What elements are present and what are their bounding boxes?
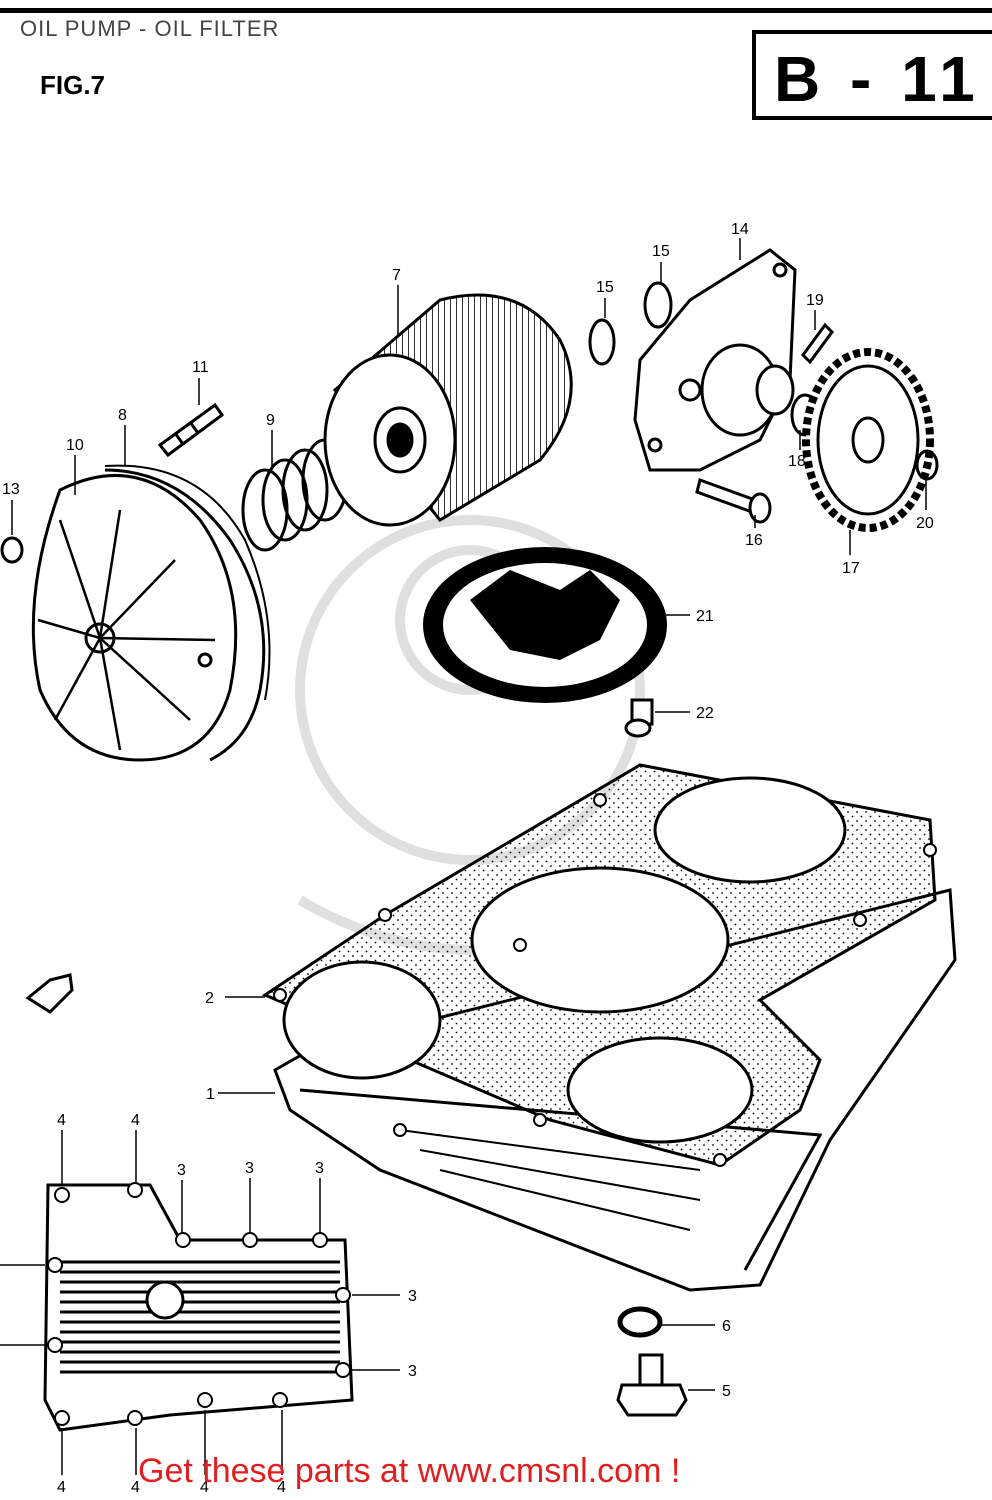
oil-filter-cover xyxy=(31,468,266,762)
drain-plug-5 xyxy=(616,1353,688,1417)
callout-4f: 4 xyxy=(277,1479,286,1496)
figure-label: FIG.7 xyxy=(40,70,106,100)
callout-22: 22 xyxy=(696,705,714,722)
oil-pan-bottom-view xyxy=(43,1182,354,1432)
footer-link[interactable]: Get these parts at www.cmsnl.com ! xyxy=(138,1452,681,1490)
callout-16: 16 xyxy=(745,532,763,549)
callout-1: 1 xyxy=(206,1086,215,1103)
pin-19 xyxy=(801,322,834,365)
washer-6 xyxy=(617,1306,663,1338)
section-title: OIL PUMP - OIL FILTER xyxy=(20,16,280,41)
callout-5: 5 xyxy=(722,1383,731,1400)
oil-filter-element xyxy=(323,293,573,527)
bolt-22 xyxy=(624,698,654,738)
callout-7: 7 xyxy=(392,267,401,284)
o-ring-15b xyxy=(643,281,673,329)
callout-3d: 3 xyxy=(408,1288,417,1305)
callout-20: 20 xyxy=(916,515,934,532)
callout-2: 2 xyxy=(205,990,214,1007)
bolt-11 xyxy=(157,402,225,458)
callout-3a: 3 xyxy=(177,1162,186,1179)
callout-19: 19 xyxy=(806,292,824,309)
section-code: B - 11 xyxy=(774,43,981,115)
callout-3e: 3 xyxy=(408,1363,417,1380)
callout-21: 21 xyxy=(696,608,714,625)
callout-4c: 4 xyxy=(57,1479,66,1496)
callout-10: 10 xyxy=(66,437,84,454)
callout-6: 6 xyxy=(722,1318,731,1335)
callout-14: 14 xyxy=(731,221,749,238)
gasket-21 xyxy=(423,547,667,703)
gear-17 xyxy=(802,348,934,532)
callout-15a: 15 xyxy=(596,279,614,296)
top-rule xyxy=(0,8,992,13)
o-ring-15a xyxy=(588,318,616,366)
callout-numbers: 11 8 10 13 9 7 15 15 14 19 18 16 17 20 2… xyxy=(2,221,934,1496)
callout-4b: 4 xyxy=(131,1112,140,1129)
bolt-16 xyxy=(695,478,772,524)
circlip-20 xyxy=(915,449,939,481)
callout-17: 17 xyxy=(842,560,860,577)
callout-15b: 15 xyxy=(652,243,670,260)
callout-3c: 3 xyxy=(315,1160,324,1177)
callout-3b: 3 xyxy=(245,1160,254,1177)
o-ring-8 xyxy=(104,464,271,701)
section-code-box: B - 11 xyxy=(752,30,992,120)
callout-9: 9 xyxy=(266,412,275,429)
callout-13: 13 xyxy=(2,481,20,498)
callout-4a: 4 xyxy=(57,1112,66,1129)
oil-pan-gasket xyxy=(261,763,937,1167)
washer-13 xyxy=(0,536,24,564)
oil-pump-body xyxy=(633,248,797,472)
callout-4d: 4 xyxy=(131,1479,140,1496)
leader-lines xyxy=(0,238,927,1475)
callout-8: 8 xyxy=(118,407,127,424)
callout-18: 18 xyxy=(788,453,806,470)
callout-4e: 4 xyxy=(200,1479,209,1496)
callout-11: 11 xyxy=(192,359,209,376)
front-arrow-icon xyxy=(25,973,74,1014)
